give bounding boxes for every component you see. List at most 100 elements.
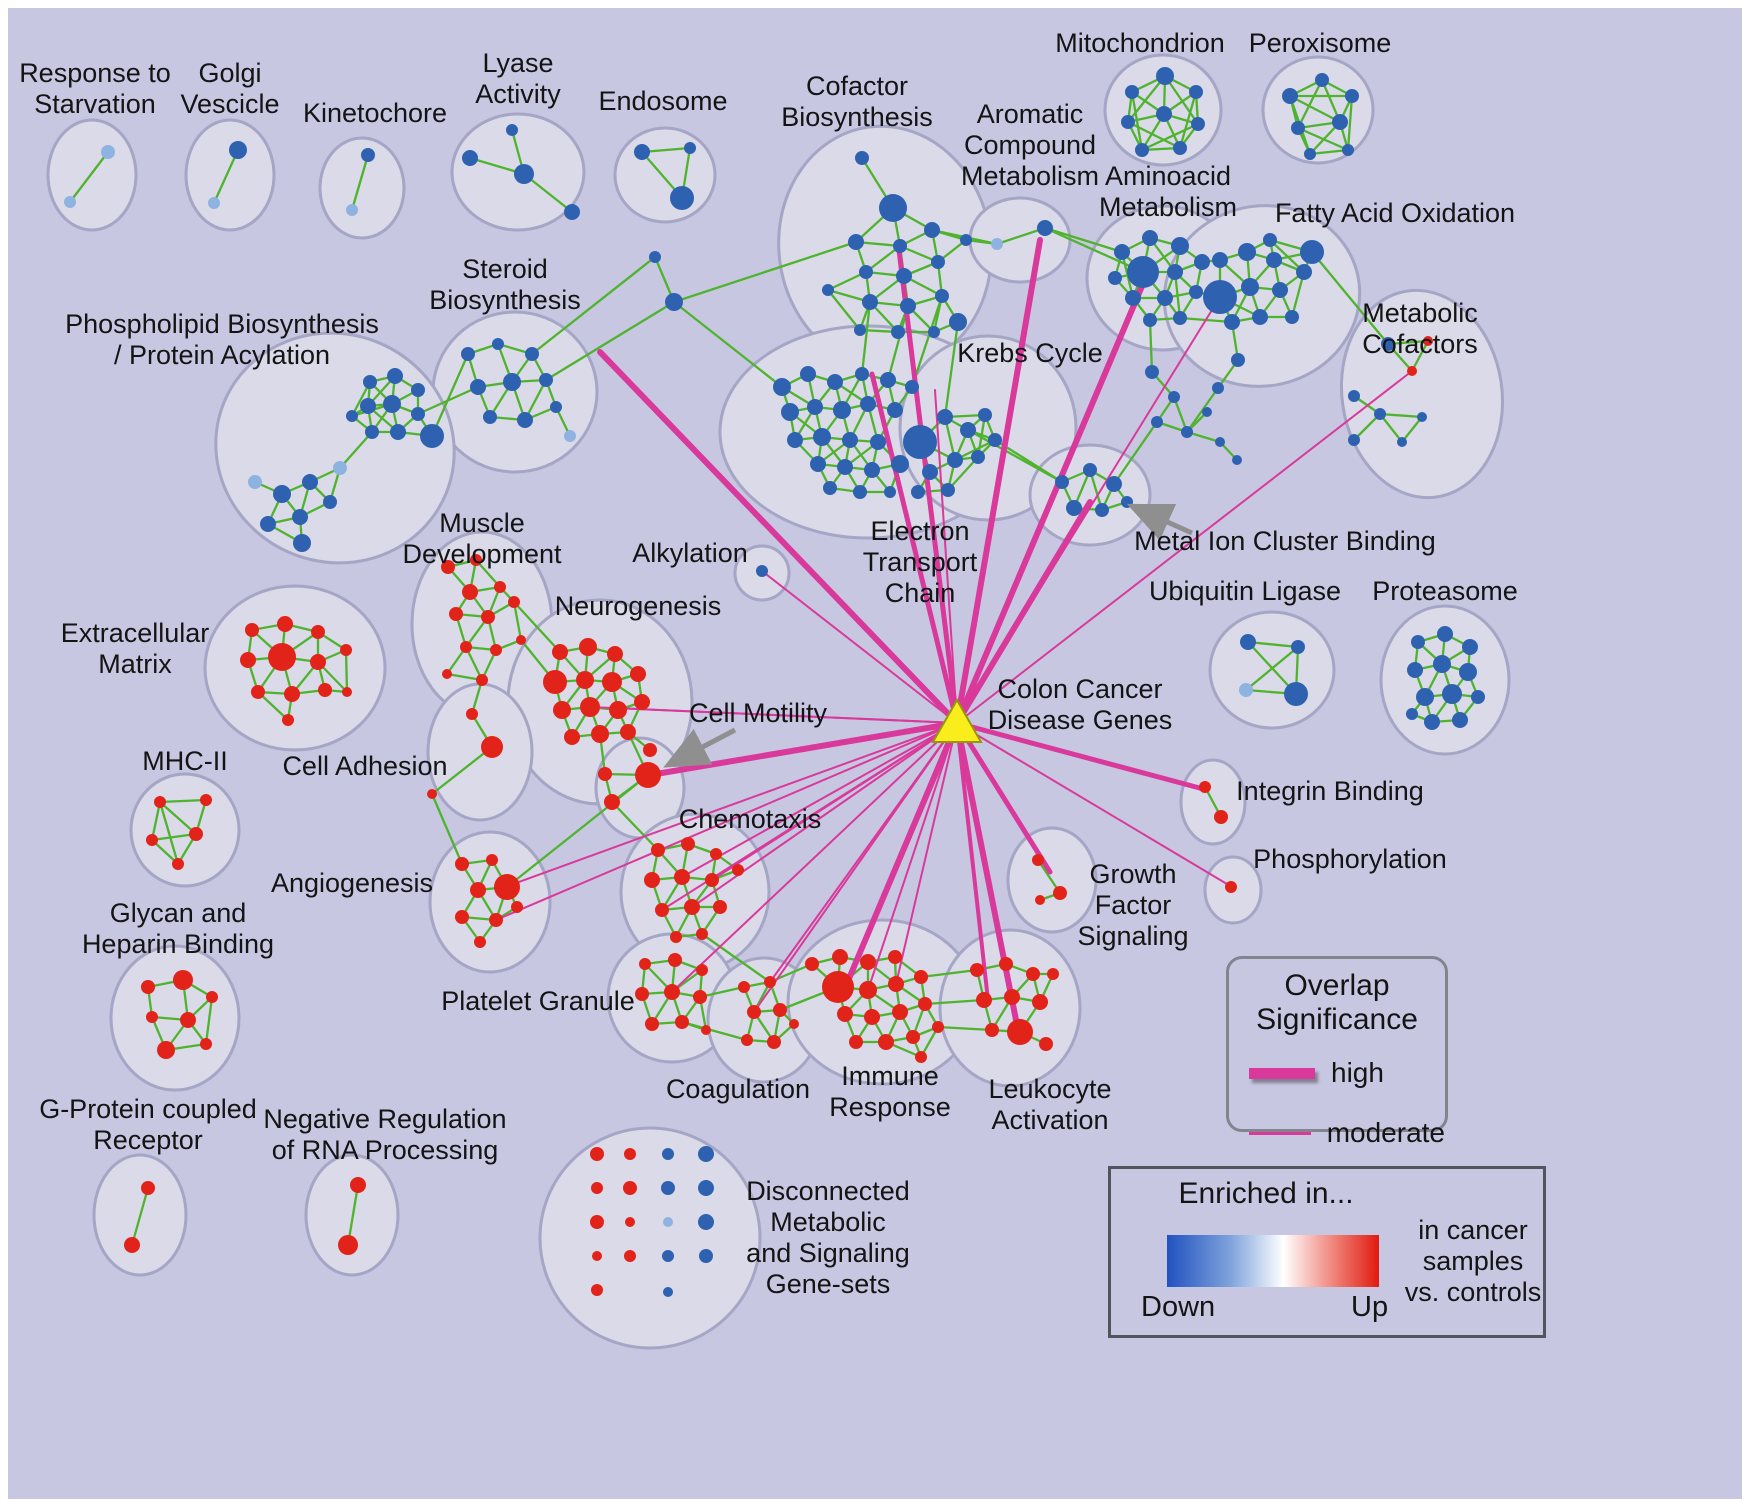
muscle-development-node (462, 584, 478, 600)
kinetochore-label-line-1: Kinetochore (303, 98, 447, 128)
muscle-development-edge (475, 559, 501, 588)
layer-overlap (495, 237, 1413, 1033)
cell-adhesion-edge (431, 746, 493, 795)
electron-transport-chain-node (833, 401, 851, 419)
g-protein-coupled-receptor-node (141, 1181, 155, 1195)
integrin-binding-label: Integrin Binding (1236, 776, 1424, 806)
g-protein-coupled-receptor-node (124, 1237, 140, 1253)
leukocyte-activation-node (1039, 1037, 1053, 1051)
coagulation-node (738, 981, 750, 993)
disconnected-gene-sets-cloud (538, 1126, 762, 1350)
mitochondrion-node (1121, 115, 1135, 129)
enriched-note-line-2: samples (1422, 1246, 1524, 1276)
neurogenesis-node (564, 729, 580, 745)
neurogenesis-node (591, 725, 609, 743)
metabolic-cofactors-node (1348, 434, 1360, 446)
metabolic-cofactors-node (1381, 337, 1395, 351)
peroxisome-edge (1289, 94, 1341, 124)
krebs-cycle-node (971, 450, 985, 464)
ubiquitin-ligase-label-line-1: Ubiquitin Ligase (1149, 576, 1341, 606)
cell-motility-node (604, 794, 620, 810)
steroid-biosynthesis-node (492, 338, 504, 350)
steroid-biosynthesis-label-line-1: Steroid (462, 254, 548, 284)
phospholipid-biosynthesis-node (390, 424, 406, 440)
immune-response-node (918, 997, 932, 1011)
fatty-acid-oxidation-node (1252, 309, 1268, 325)
golgi-vescicle-label-line-2: Vescicle (180, 89, 279, 119)
steroid-biosynthesis-node (503, 373, 521, 391)
phospholipid-biosynthesis-node (420, 424, 444, 448)
green-link (673, 301, 783, 388)
glycan-heparin-binding-node (200, 1038, 212, 1050)
coagulation-label-line-1: Coagulation (666, 1074, 810, 1104)
phospholipid-biosynthesis-node (346, 410, 358, 422)
immune-response-node (837, 1006, 853, 1022)
proteasome-node (1471, 690, 1485, 704)
extracellular-matrix-edge (344, 649, 349, 693)
mitochondrion-node (1125, 85, 1139, 99)
neurogenesis-node (643, 743, 657, 757)
electron-transport-chain-label-line-2: Transport (863, 547, 978, 577)
angiogenesis-node (470, 882, 486, 898)
electron-transport-chain-node (823, 481, 837, 495)
immune-response-node (892, 1004, 908, 1020)
overlap-edge (954, 720, 1210, 793)
neurogenesis-node (634, 694, 650, 710)
immune-response-node (805, 957, 819, 971)
alkylation-label: Alkylation (632, 538, 748, 568)
response-to-starvation-node (64, 196, 76, 208)
phosphorylation-label: Phosphorylation (1253, 844, 1447, 874)
overlap-edge (955, 721, 990, 1002)
electron-transport-chain-node (853, 485, 867, 499)
chemotaxis-node (713, 900, 727, 914)
chemotaxis-node (655, 903, 669, 917)
peroxisome-node (1342, 144, 1354, 156)
overlap-edge (589, 706, 958, 724)
cofactor-biosynthesis-node (928, 326, 940, 338)
endosome-label-line-1: Endosome (598, 86, 727, 116)
mitochondrion-edge (1164, 75, 1199, 125)
chemotaxis-node (696, 928, 708, 940)
green-link (417, 385, 479, 416)
phospholipid-biosynthesis-node (365, 425, 379, 439)
muscle-development-label-line-2: Development (402, 539, 562, 569)
high-significance-line-swatch (1249, 1067, 1315, 1079)
metal-ion-cluster-binding-node (1083, 463, 1097, 477)
ubiquitin-ligase-label: Ubiquitin Ligase (1149, 576, 1341, 606)
disconnected-gene-sets-node (663, 1287, 673, 1297)
overlap-edge (954, 237, 1043, 726)
metabolic-cofactors-edge (1353, 413, 1381, 441)
g-protein-coupled-receptor-label-line-2: Receptor (93, 1125, 203, 1155)
green-link (1148, 319, 1154, 373)
phospholipid-biosynthesis-node (383, 395, 401, 413)
cell-adhesion-label: Cell Adhesion (282, 751, 447, 781)
negative-regulation-rna-processing-edge (346, 1184, 360, 1246)
disconnected-gene-sets-node (699, 1249, 713, 1263)
mitochondrion-label-line-1: Mitochondrion (1055, 28, 1225, 58)
cofactor-biosynthesis-label-line-1: Cofactor (806, 71, 908, 101)
green-link (937, 1025, 993, 1032)
overlap-edge (934, 389, 958, 724)
moderate-significance-label: moderate (1326, 1117, 1445, 1148)
disconnected-gene-sets-node (592, 1251, 602, 1261)
green-link (545, 301, 675, 381)
mitochondrion-node (1156, 106, 1172, 122)
proteasome-node (1433, 655, 1451, 673)
disconnected-gene-sets-node (661, 1181, 675, 1195)
proteasome-node (1406, 708, 1418, 720)
ubiquitin-ligase-node (1239, 683, 1253, 697)
lyase-activity-node (462, 150, 478, 166)
endosome-cloud (613, 126, 717, 224)
peroxisome-edge (1309, 148, 1349, 156)
extracellular-matrix-node (310, 654, 326, 670)
metal-ion-cluster-binding-node (1106, 476, 1122, 492)
cofactor-biosynthesis-node (935, 289, 949, 303)
metal-ion-cluster-binding-node (1121, 496, 1133, 508)
mhc-ii-node (200, 794, 212, 806)
